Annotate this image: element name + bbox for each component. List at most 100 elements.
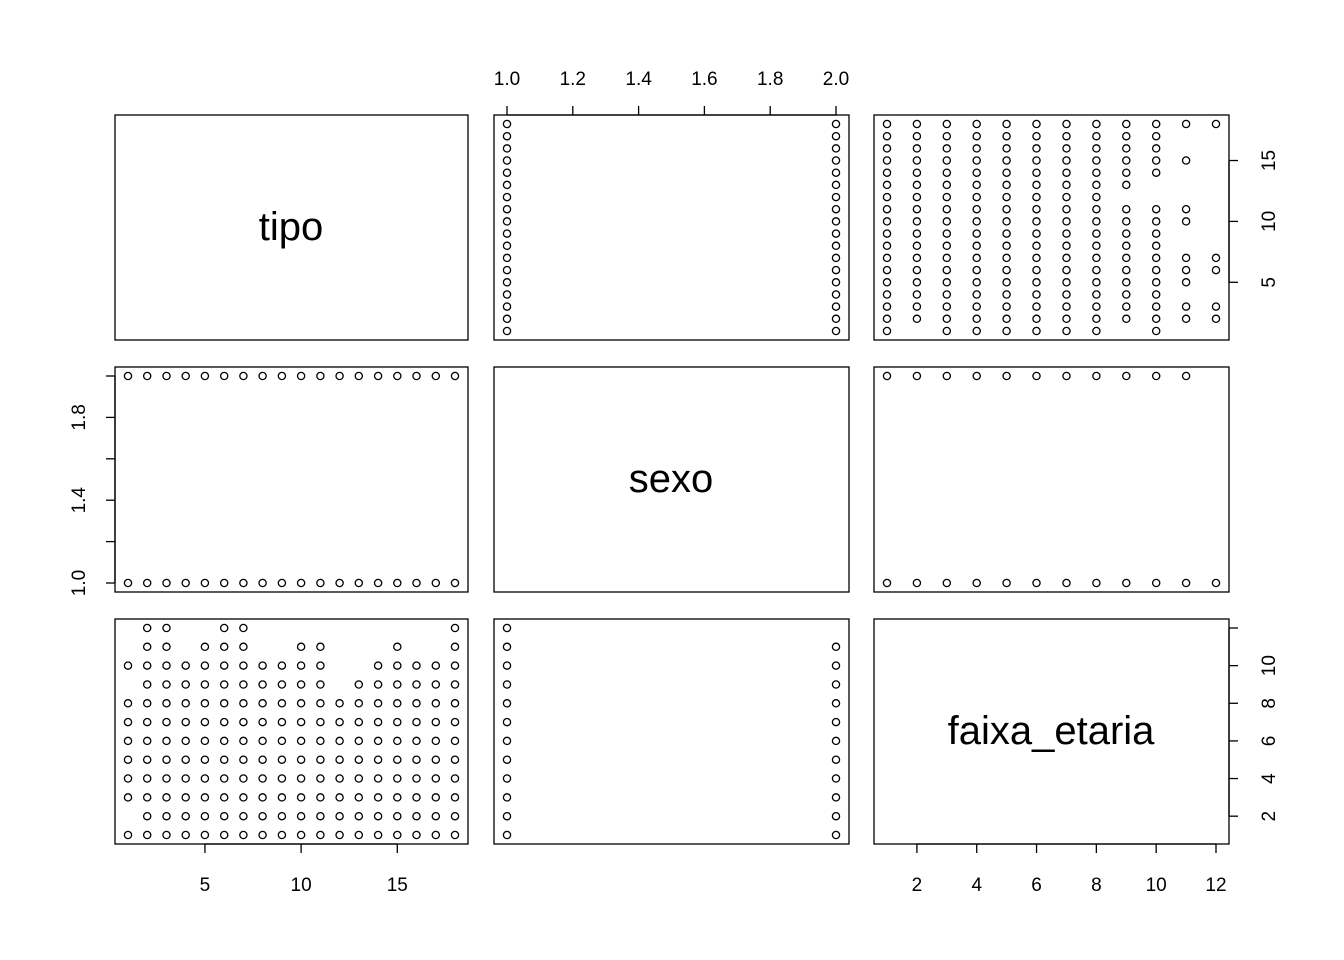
point-tipo-faixa (373, 755, 383, 764)
point-faixa-tipo (1122, 241, 1131, 251)
point-tipo-faixa (412, 793, 421, 802)
point-tipo-faixa (277, 699, 287, 708)
point-tipo-faixa (373, 774, 383, 783)
point-faixa-tipo (1181, 217, 1191, 226)
point-tipo-faixa (219, 642, 229, 652)
point-tipo-sexo (393, 371, 402, 381)
tick-label-left: 1.8 (69, 404, 90, 430)
point-faixa-tipo (1151, 217, 1161, 226)
point-tipo-faixa (219, 774, 229, 783)
point-tipo-faixa (296, 717, 306, 727)
point-tipo-faixa (412, 717, 421, 727)
point-tipo-faixa (162, 755, 171, 764)
point-faixa-tipo (882, 290, 892, 299)
panel-frame-1-1 (493, 366, 850, 593)
point-faixa-tipo (1092, 290, 1101, 299)
point-faixa-tipo (1062, 265, 1071, 275)
point-faixa-sexo (1151, 371, 1161, 381)
point-faixa-tipo (1122, 314, 1131, 324)
point-tipo-faixa (373, 811, 383, 821)
point-faixa-tipo (1062, 131, 1071, 141)
point-tipo-faixa (431, 699, 441, 708)
point-faixa-tipo (972, 119, 981, 129)
point-faixa-tipo (1092, 217, 1101, 226)
point-tipo-sexo (142, 371, 152, 381)
point-faixa-tipo (1002, 204, 1011, 214)
point-tipo-faixa (393, 680, 402, 689)
point-tipo-faixa (373, 736, 383, 746)
point-tipo-sexo (277, 371, 287, 381)
point-faixa-tipo (1062, 156, 1071, 165)
point-tipo-faixa (316, 830, 325, 840)
point-faixa-tipo (1062, 241, 1071, 251)
point-tipo-faixa (277, 774, 287, 783)
point-faixa-sexo (1032, 578, 1041, 588)
point-faixa-tipo (1032, 131, 1041, 141)
point-tipo-faixa (258, 736, 267, 746)
point-faixa-tipo (1032, 204, 1041, 214)
point-tipo-faixa (142, 811, 152, 821)
panel-frame-1-2 (873, 366, 1230, 593)
point-faixa-tipo (942, 156, 952, 165)
point-tipo-faixa (200, 830, 210, 840)
point-faixa-tipo (1002, 290, 1011, 299)
point-tipo-faixa (450, 680, 460, 689)
point-tipo-faixa (258, 661, 267, 670)
point-faixa-tipo (1151, 156, 1161, 165)
point-tipo-faixa (354, 774, 364, 783)
point-sexo-tipo (831, 131, 841, 141)
point-tipo-faixa (123, 755, 133, 764)
tick-label-right-faixa: 4 (1259, 773, 1280, 784)
point-sexo-tipo (831, 253, 841, 263)
point-faixa-tipo (1092, 241, 1101, 251)
point-faixa-tipo (912, 217, 922, 226)
point-tipo-faixa (239, 642, 248, 652)
point-faixa-tipo (1122, 217, 1131, 226)
point-tipo-faixa (239, 811, 248, 821)
point-faixa-tipo (1092, 253, 1101, 263)
point-faixa-tipo (1122, 144, 1131, 153)
point-faixa-tipo (1062, 326, 1071, 336)
point-tipo-faixa (296, 830, 306, 840)
point-faixa-tipo (912, 278, 922, 287)
point-sexo-tipo (502, 241, 512, 251)
point-tipo-faixa (335, 793, 344, 802)
point-faixa-sexo (942, 578, 952, 588)
point-tipo-faixa (239, 699, 248, 708)
point-tipo-faixa (450, 736, 460, 746)
point-tipo-faixa (431, 811, 441, 821)
point-faixa-tipo (912, 253, 922, 263)
point-faixa-tipo (1062, 290, 1071, 299)
point-sexo-tipo (502, 156, 512, 165)
point-tipo-sexo (373, 371, 383, 381)
point-sexo-faixa (831, 774, 841, 783)
point-sexo-faixa (502, 680, 512, 689)
point-faixa-tipo (1032, 241, 1041, 251)
point-faixa-tipo (942, 326, 952, 336)
point-tipo-faixa (200, 661, 210, 670)
point-faixa-tipo (1062, 314, 1071, 324)
point-tipo-faixa (393, 717, 402, 727)
point-sexo-tipo (831, 290, 841, 299)
point-faixa-tipo (1181, 253, 1191, 263)
point-faixa-tipo (1122, 156, 1131, 165)
point-tipo-sexo (450, 371, 460, 381)
point-tipo-faixa (258, 680, 267, 689)
point-faixa-tipo (912, 290, 922, 299)
point-tipo-faixa (393, 793, 402, 802)
point-tipo-faixa (354, 699, 364, 708)
point-tipo-faixa (200, 642, 210, 652)
point-faixa-tipo (1092, 119, 1101, 129)
tick-label-bottom-faixa: 8 (1091, 875, 1102, 896)
point-tipo-faixa (431, 755, 441, 764)
point-tipo-sexo (258, 371, 267, 381)
point-faixa-tipo (942, 278, 952, 287)
point-tipo-faixa (277, 830, 287, 840)
point-tipo-faixa (277, 680, 287, 689)
point-faixa-sexo (1151, 578, 1161, 588)
point-tipo-faixa (335, 736, 344, 746)
point-tipo-faixa (219, 793, 229, 802)
point-faixa-tipo (1002, 278, 1011, 287)
point-faixa-tipo (942, 253, 952, 263)
panel-frame-1-0 (114, 366, 469, 593)
